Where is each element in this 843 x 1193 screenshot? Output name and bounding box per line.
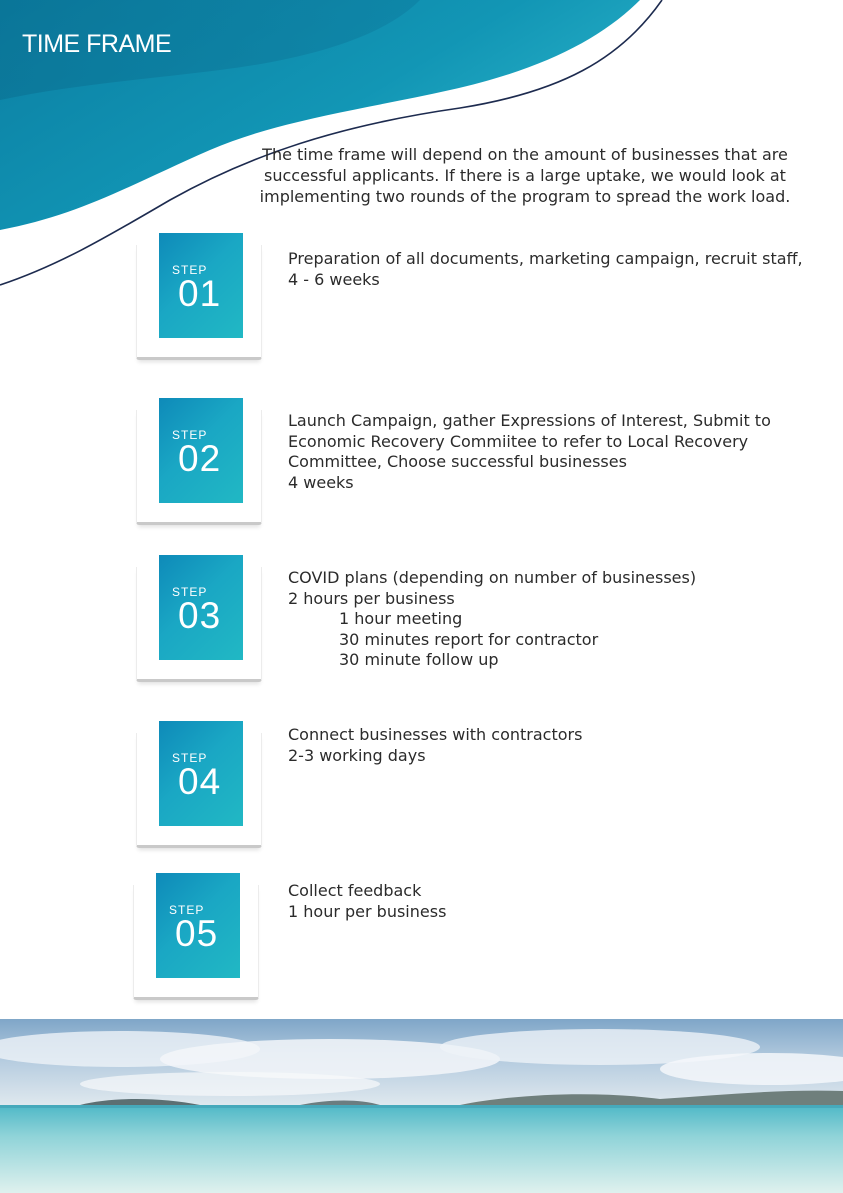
page-title: TIME FRAME: [22, 30, 172, 58]
step-description-line: Committee, Choose successful businesses: [288, 452, 627, 471]
step-description-line: Preparation of all documents, marketing …: [288, 249, 803, 268]
step-description-line: 4 weeks: [288, 472, 354, 492]
step-card-shadow: [136, 245, 262, 360]
step-description-line: 30 minute follow up: [339, 650, 499, 669]
step-number: 01: [178, 273, 222, 314]
step-description-line: 2 hours per business: [288, 588, 455, 608]
step-label: STEP: [172, 428, 208, 442]
step-description-1: Preparation of all documents, marketing …: [288, 249, 803, 290]
step-number: 03: [178, 595, 222, 636]
step-number: 04: [178, 761, 222, 802]
step-description-line: 30 minutes report for contractor: [339, 629, 599, 649]
header-wave-graphic: [0, 0, 663, 286]
step-label: STEP: [172, 751, 208, 765]
step-number: 05: [175, 913, 219, 954]
step-description-line: Collect feedback: [288, 881, 422, 900]
step-label: STEP: [169, 903, 205, 917]
step-description-line: Economic Recovery Commiitee to refer to …: [288, 431, 749, 451]
step-number: 02: [178, 438, 222, 479]
step-label: STEP: [172, 585, 208, 599]
intro-paragraph: The time frame will depend on the amount…: [259, 145, 791, 206]
step-description-2: Launch Campaign, gather Expressions of I…: [288, 411, 771, 493]
step-description-line: Connect businesses with contractors: [288, 725, 583, 744]
beach-photo: [0, 1019, 843, 1193]
step-description-line: 4 - 6 weeks: [288, 269, 380, 289]
step-label: STEP: [172, 263, 208, 277]
step-card-shadow: [133, 885, 259, 1000]
step-description-3: COVID plans (depending on number of busi…: [288, 568, 696, 671]
step-description-line: Launch Campaign, gather Expressions of I…: [288, 411, 771, 430]
step-description-line: 2-3 working days: [288, 745, 426, 765]
step-description-line: 1 hour meeting: [339, 609, 463, 628]
step-card-shadow: [136, 410, 262, 525]
step-card-shadow: [136, 733, 262, 848]
step-card-shadow: [136, 567, 262, 682]
step-description-line: 1 hour per business: [288, 901, 447, 921]
step-description-line: COVID plans (depending on number of busi…: [288, 568, 697, 587]
